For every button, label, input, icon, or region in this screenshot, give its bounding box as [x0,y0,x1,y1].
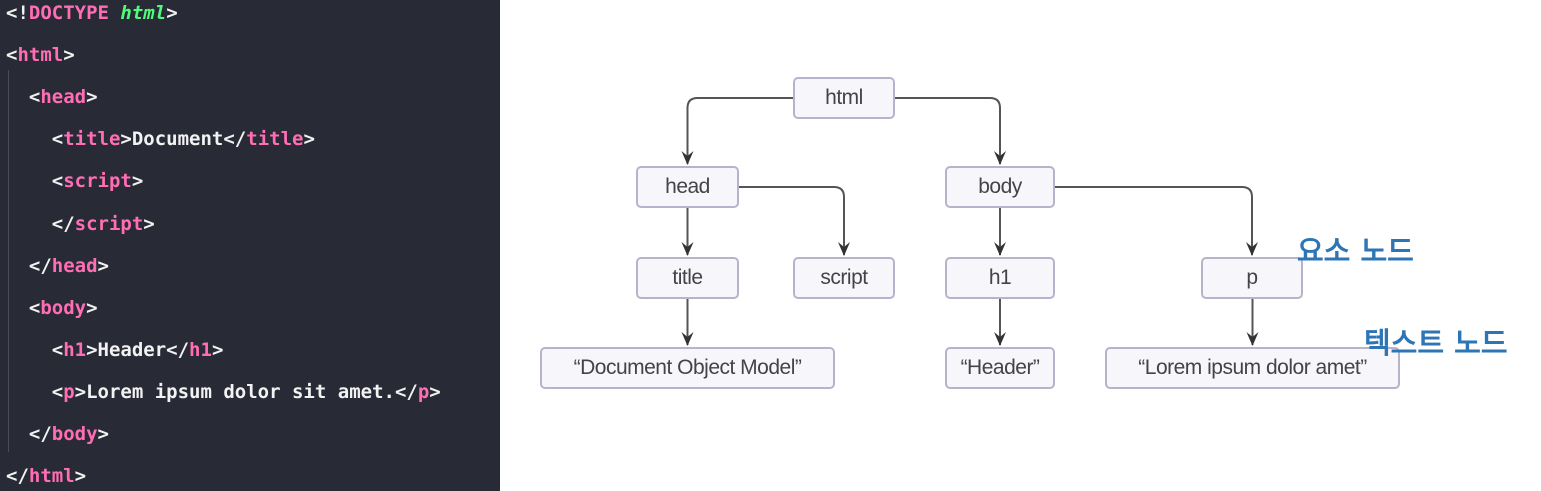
code-line: <body> [6,295,98,321]
text-node-title: “Document Object Model” [540,347,835,389]
code-token: <! [6,2,29,24]
code-token: html [120,2,167,24]
node-title: title [636,257,739,299]
arrowhead-icon [1246,242,1258,256]
edge-head-script [739,186,845,255]
arrowhead-icon [681,151,694,165]
arrowhead-icon [838,242,850,256]
node-script: script [793,257,895,299]
code-line: <html> [6,42,75,68]
arrowhead-icon [681,242,694,256]
arrowhead-icon [681,332,694,346]
code-token: > [63,44,75,67]
code-token: > [86,296,98,319]
code-line: </html> [6,463,86,489]
code-token: script [74,212,144,235]
code-token: >Header</ [86,338,190,361]
edge-body-p [1055,186,1253,255]
node-p: p [1201,257,1303,299]
code-token: < [6,338,64,361]
arrowhead-icon [1246,332,1259,346]
code-token: > [166,2,178,24]
code-line: <h1>Header</h1> [6,337,224,363]
code-token: </ [6,212,75,235]
indent-guide [8,70,9,452]
code-token: script [63,170,132,193]
code-token: DOCTYPE [28,2,109,24]
code-token: </ [6,465,29,488]
code-token: > [97,254,109,277]
code-token: < [6,128,64,151]
node-html: html [793,77,895,119]
arrowhead-icon [994,242,1006,256]
code-token: < [6,296,41,319]
code-line: <script> [6,168,144,194]
code-token: html [28,465,75,488]
code-token: p [63,380,75,403]
code-line: <!DOCTYPE html> [6,0,178,26]
code-token: > [86,86,98,109]
code-token: > [211,338,224,361]
code-line: </body> [6,421,109,447]
text-node-p: “Lorem ipsum dolor amet” [1105,347,1400,389]
code-token: head [40,86,87,109]
code-token: html [17,44,64,67]
code-token: title [63,128,121,151]
code-line: <title>Document</title> [6,126,315,152]
code-token: > [131,170,144,193]
code-token: >Document</ [120,128,247,151]
code-token: > [74,465,87,488]
text-node-label: 텍스트 노드 [1364,326,1508,360]
code-line: </head> [6,253,109,279]
code-token: < [6,86,41,109]
code-token: >Lorem ipsum dolor sit amet.</ [74,380,418,403]
node-body: body [945,166,1055,208]
code-panel: <!DOCTYPE html><html> <head> <title>Docu… [0,0,500,491]
code-line: <head> [6,84,98,110]
arrowhead-icon [994,151,1006,165]
node-h1: h1 [945,257,1055,299]
code-token: </ [6,254,52,277]
code-token: </ [6,423,52,445]
code-token: h1 [63,338,87,361]
code-token: > [97,423,109,445]
code-token: < [6,44,18,67]
code-token: < [6,380,64,403]
edge-html-body [895,97,1001,164]
arrowhead-icon [994,332,1006,346]
code-token: p [417,380,430,403]
code-token: head [51,254,98,277]
code-token: > [143,212,155,235]
code-token: title [246,128,304,151]
element-node-label: 요소 노드 [1297,234,1414,268]
code-token: body [40,296,87,319]
code-line: </script> [6,211,155,237]
code-token: > [429,380,441,403]
code-token: body [51,423,98,445]
code-token: h1 [189,338,212,361]
edge-html-head [686,97,793,164]
code-token: > [303,128,315,151]
text-node-h1: “Header” [945,347,1055,389]
code-line: <p>Lorem ipsum dolor sit amet.</p> [6,379,441,405]
code-token: < [6,170,64,193]
node-head: head [636,166,739,208]
